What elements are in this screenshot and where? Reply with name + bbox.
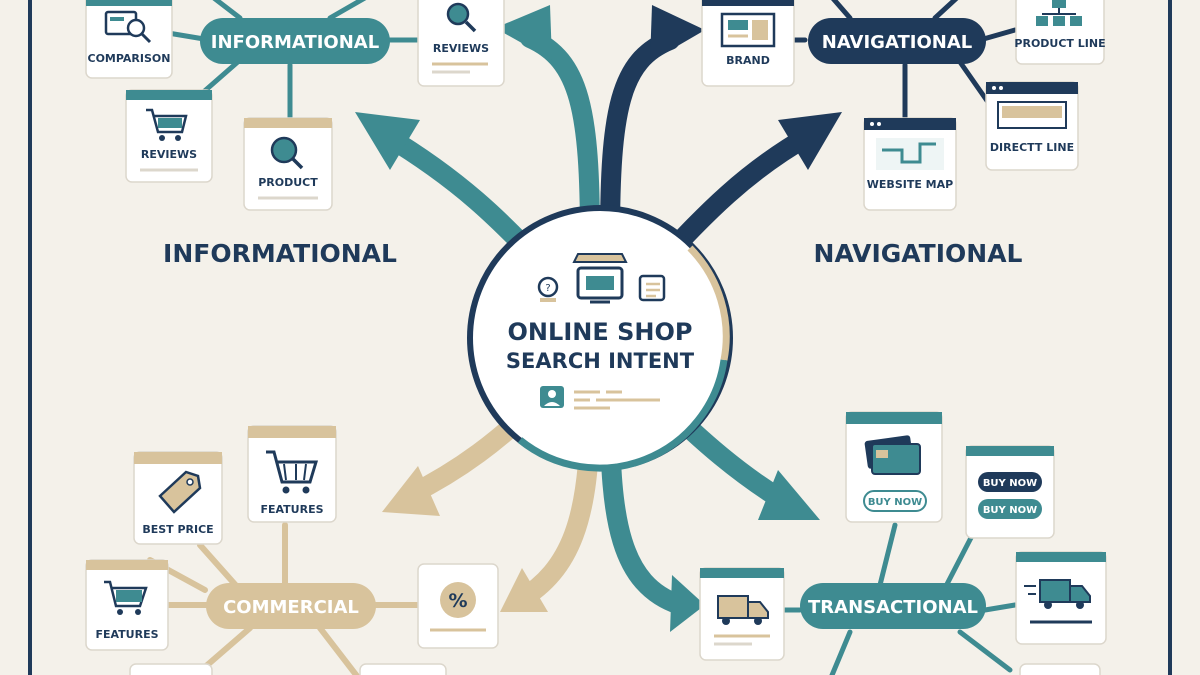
delivery-truck-icon bbox=[717, 595, 769, 625]
card-comparison: COMPARISON bbox=[85, 0, 173, 79]
browser-window-icon bbox=[997, 101, 1067, 129]
delivery-truck-icon bbox=[1024, 579, 1091, 609]
card-truck-2 bbox=[1015, 551, 1107, 645]
card-reviews: REVIEWS bbox=[125, 89, 213, 183]
arrow-head-percent-card bbox=[500, 568, 548, 612]
credit-card-icon bbox=[864, 435, 921, 475]
card-partial-bottom-left bbox=[129, 663, 213, 675]
connector-tx-buy1 bbox=[942, 527, 978, 591]
buy-now-button-icon: BUY NOW bbox=[978, 472, 1042, 492]
connector-com-bestprice bbox=[197, 542, 243, 593]
hub-ring-teal-segment bbox=[517, 359, 728, 472]
card-label: COMPARISON bbox=[88, 52, 171, 65]
arrow-head-navigational bbox=[778, 112, 842, 170]
connector-tx-truck2 bbox=[982, 602, 1018, 613]
list-document-icon bbox=[638, 274, 666, 302]
card-label: REVIEWS bbox=[141, 148, 197, 161]
pill-commercial: COMMERCIAL bbox=[206, 583, 376, 629]
connector-tx-card bbox=[877, 522, 898, 588]
arrow-head-truck-card bbox=[670, 575, 705, 632]
storefront-icon bbox=[720, 12, 776, 48]
card-label: PRODUCT bbox=[258, 176, 318, 189]
section-title-informational: INFORMATIONAL bbox=[163, 239, 397, 268]
shopping-cart-icon bbox=[104, 580, 148, 615]
section-title-navigational: NAVIGATIONAL bbox=[814, 239, 1023, 268]
card-label: WEBSITE MAP bbox=[867, 178, 953, 191]
connector-nav-spoke-2 bbox=[932, 0, 959, 21]
card-credit-card: BUY NOW bbox=[845, 411, 943, 523]
card-direct-line: DIRECTT LINE bbox=[985, 81, 1079, 171]
outer-frame bbox=[28, 0, 1172, 675]
hub-ring-tan-segment bbox=[687, 245, 730, 361]
buy-now-button-icon: BUY NOW bbox=[978, 499, 1042, 519]
card-label: DIRECTT LINE bbox=[990, 141, 1074, 154]
price-tag-icon bbox=[158, 470, 202, 514]
arrow-head-commercial bbox=[382, 466, 440, 516]
card-label: BUY NOW bbox=[983, 505, 1037, 516]
card-reviews-top: REVIEWS bbox=[417, 0, 505, 87]
magnifier-icon bbox=[446, 2, 477, 33]
svg-text:%: % bbox=[448, 590, 467, 612]
card-product: PRODUCT bbox=[243, 117, 333, 211]
pill-informational-label: INFORMATIONAL bbox=[211, 32, 379, 53]
card-label: BRAND bbox=[726, 54, 770, 67]
pill-transactional: TRANSACTIONAL bbox=[800, 583, 986, 629]
card-brand: BRAND bbox=[701, 0, 795, 87]
comparison-search-icon bbox=[104, 10, 152, 44]
arrow-head-informational bbox=[355, 112, 420, 170]
arrow-head-reviews-top bbox=[495, 5, 552, 60]
sitemap-icon bbox=[1036, 0, 1082, 26]
card-label: PRODUCT LINE bbox=[1014, 37, 1105, 50]
pill-commercial-label: COMMERCIAL bbox=[223, 597, 359, 618]
card-partial-bottom-mid bbox=[359, 663, 447, 675]
card-product-line: PRODUCT LINE bbox=[1014, 0, 1106, 65]
card-best-price: BEST PRICE bbox=[133, 451, 223, 545]
connector-nav-direct bbox=[957, 59, 993, 108]
connector-com-spoke-2 bbox=[317, 625, 360, 675]
card-label: BUY NOW bbox=[983, 478, 1037, 489]
card-truck bbox=[699, 567, 785, 661]
pill-navigational: NAVIGATIONAL bbox=[808, 18, 986, 64]
card-features-top: FEATURES bbox=[247, 425, 337, 523]
hub: ? ONLINE SHOP SEARCH INTENT bbox=[467, 205, 733, 472]
connector-nav-spoke-1 bbox=[831, 0, 853, 21]
card-label: REVIEWS bbox=[433, 42, 489, 55]
card-label: BUY NOW bbox=[868, 497, 922, 508]
arrow-head-transactional bbox=[758, 470, 820, 520]
storefront-icon bbox=[572, 253, 628, 304]
pill-transactional-label: TRANSACTIONAL bbox=[808, 597, 978, 618]
arrow-head-brand bbox=[650, 5, 705, 62]
card-features: FEATURES bbox=[85, 559, 169, 651]
shopping-cart-icon bbox=[266, 450, 319, 494]
card-percent: % bbox=[417, 563, 499, 649]
connector-tx-spoke-1 bbox=[957, 629, 1013, 673]
pill-navigational-label: NAVIGATIONAL bbox=[822, 32, 972, 53]
connector-tx-spoke-2 bbox=[829, 629, 853, 675]
connector-info-reviews bbox=[197, 57, 243, 98]
card-buy-now-buttons: BUY NOW BUY NOW bbox=[965, 445, 1055, 539]
percent-badge-icon: % bbox=[440, 582, 476, 618]
card-partial-bottom-right bbox=[1019, 663, 1101, 675]
question-coin-icon: ? bbox=[537, 276, 559, 302]
card-label: BEST PRICE bbox=[142, 523, 213, 536]
card-label: FEATURES bbox=[260, 503, 323, 516]
card-website-map: WEBSITE MAP bbox=[863, 117, 957, 211]
hub-title-line2: SEARCH INTENT bbox=[506, 349, 695, 373]
website-map-icon bbox=[876, 138, 944, 170]
shopping-cart-icon bbox=[146, 108, 188, 141]
hub-title-line1: ONLINE SHOP bbox=[508, 318, 693, 346]
connector-info-spoke-2 bbox=[327, 0, 367, 21]
card-label: FEATURES bbox=[95, 628, 158, 641]
svg-text:?: ? bbox=[545, 283, 550, 294]
pill-informational: INFORMATIONAL bbox=[200, 18, 390, 64]
profile-card-icon bbox=[540, 386, 660, 410]
magnifier-icon bbox=[270, 136, 304, 170]
connector-info-spoke-1 bbox=[212, 0, 243, 21]
